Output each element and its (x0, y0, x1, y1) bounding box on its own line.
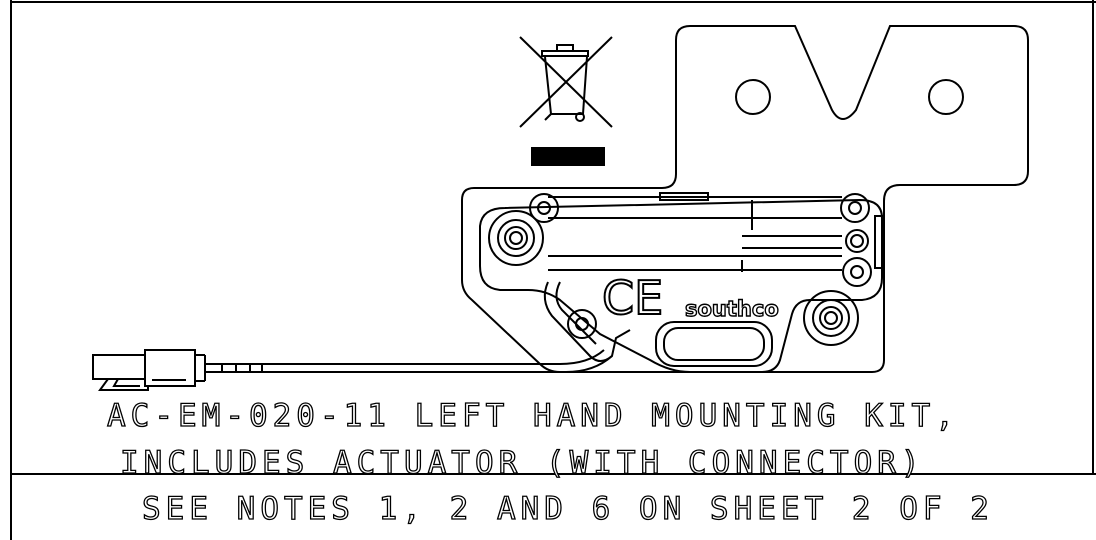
actuator-body (479, 192, 885, 373)
caption-line-2: INCLUDES ACTUATOR (WITH CONNECTOR) (120, 445, 925, 481)
wire-connector (92, 349, 206, 391)
mounting-bracket (461, 25, 1029, 373)
weee-bin-icon (519, 36, 613, 128)
screw-right (803, 290, 859, 346)
ce-mark: CE (602, 271, 663, 325)
southco-logo: southco (685, 297, 779, 321)
screw-left (488, 210, 544, 266)
actuator-cable (205, 349, 613, 373)
caption-line-1: AC-EM-020-11 LEFT HAND MOUNTING KIT, (107, 398, 959, 434)
weee-black-bar (531, 147, 605, 166)
fasteners (488, 193, 872, 346)
caption-line-3: SEE NOTES 1, 2 AND 6 ON SHEET 2 OF 2 (142, 491, 994, 527)
caption: AC-EM-020-11 LEFT HAND MOUNTING KIT, INC… (106, 397, 994, 527)
drawing-frame (10, 0, 1096, 540)
